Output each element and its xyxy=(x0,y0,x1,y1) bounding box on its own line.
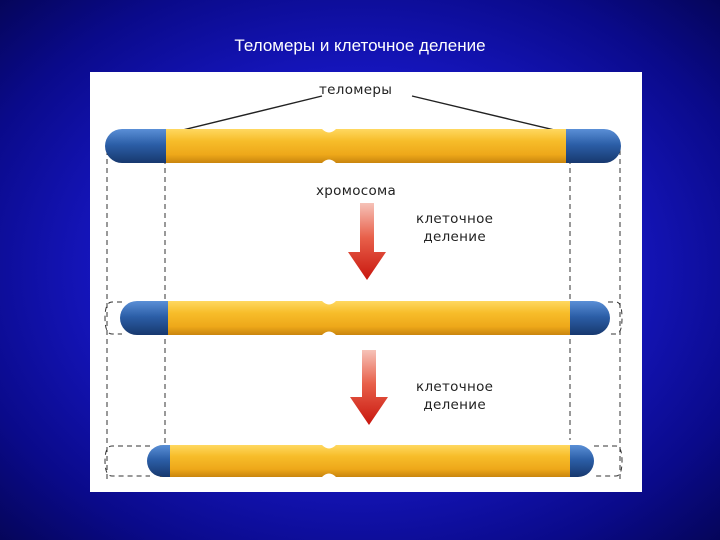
guide-lines xyxy=(104,150,623,480)
division-label-1-line1: клеточное xyxy=(416,211,494,227)
telomere-right-3 xyxy=(570,445,594,477)
telomere-left-3 xyxy=(147,445,170,477)
division-label-1-line2: деление xyxy=(423,229,486,245)
division-label-2-line1: клеточное xyxy=(416,379,494,395)
lost-telomere-right-2 xyxy=(608,301,623,335)
chromosome-2 xyxy=(120,301,610,335)
lost-telomere-left-2 xyxy=(104,301,122,335)
chromosome-label: хромосома xyxy=(316,183,397,199)
division-label-2: клеточное деление xyxy=(416,378,493,414)
telomere-left-1 xyxy=(105,129,166,163)
chromosome-1-body xyxy=(160,129,572,163)
chromosome-1 xyxy=(105,129,621,163)
division-label-1: клеточное деление xyxy=(416,210,493,246)
chromosome-2-body xyxy=(160,301,575,335)
telomere-right-2 xyxy=(570,301,610,335)
telomere-left-2 xyxy=(120,301,168,335)
division-arrow-2 xyxy=(350,350,388,425)
telomeres-label: теломеры xyxy=(319,82,393,98)
lost-telomere-right-3 xyxy=(594,445,623,477)
division-arrow-1 xyxy=(348,203,386,280)
chromosome-3 xyxy=(147,445,594,477)
slide-title: Теломеры и клеточное деление xyxy=(234,36,486,55)
chromosome-3-body xyxy=(160,445,575,477)
lost-telomere-left-3 xyxy=(104,445,150,477)
division-label-2-line2: деление xyxy=(423,397,486,413)
telomere-right-1 xyxy=(566,129,621,163)
